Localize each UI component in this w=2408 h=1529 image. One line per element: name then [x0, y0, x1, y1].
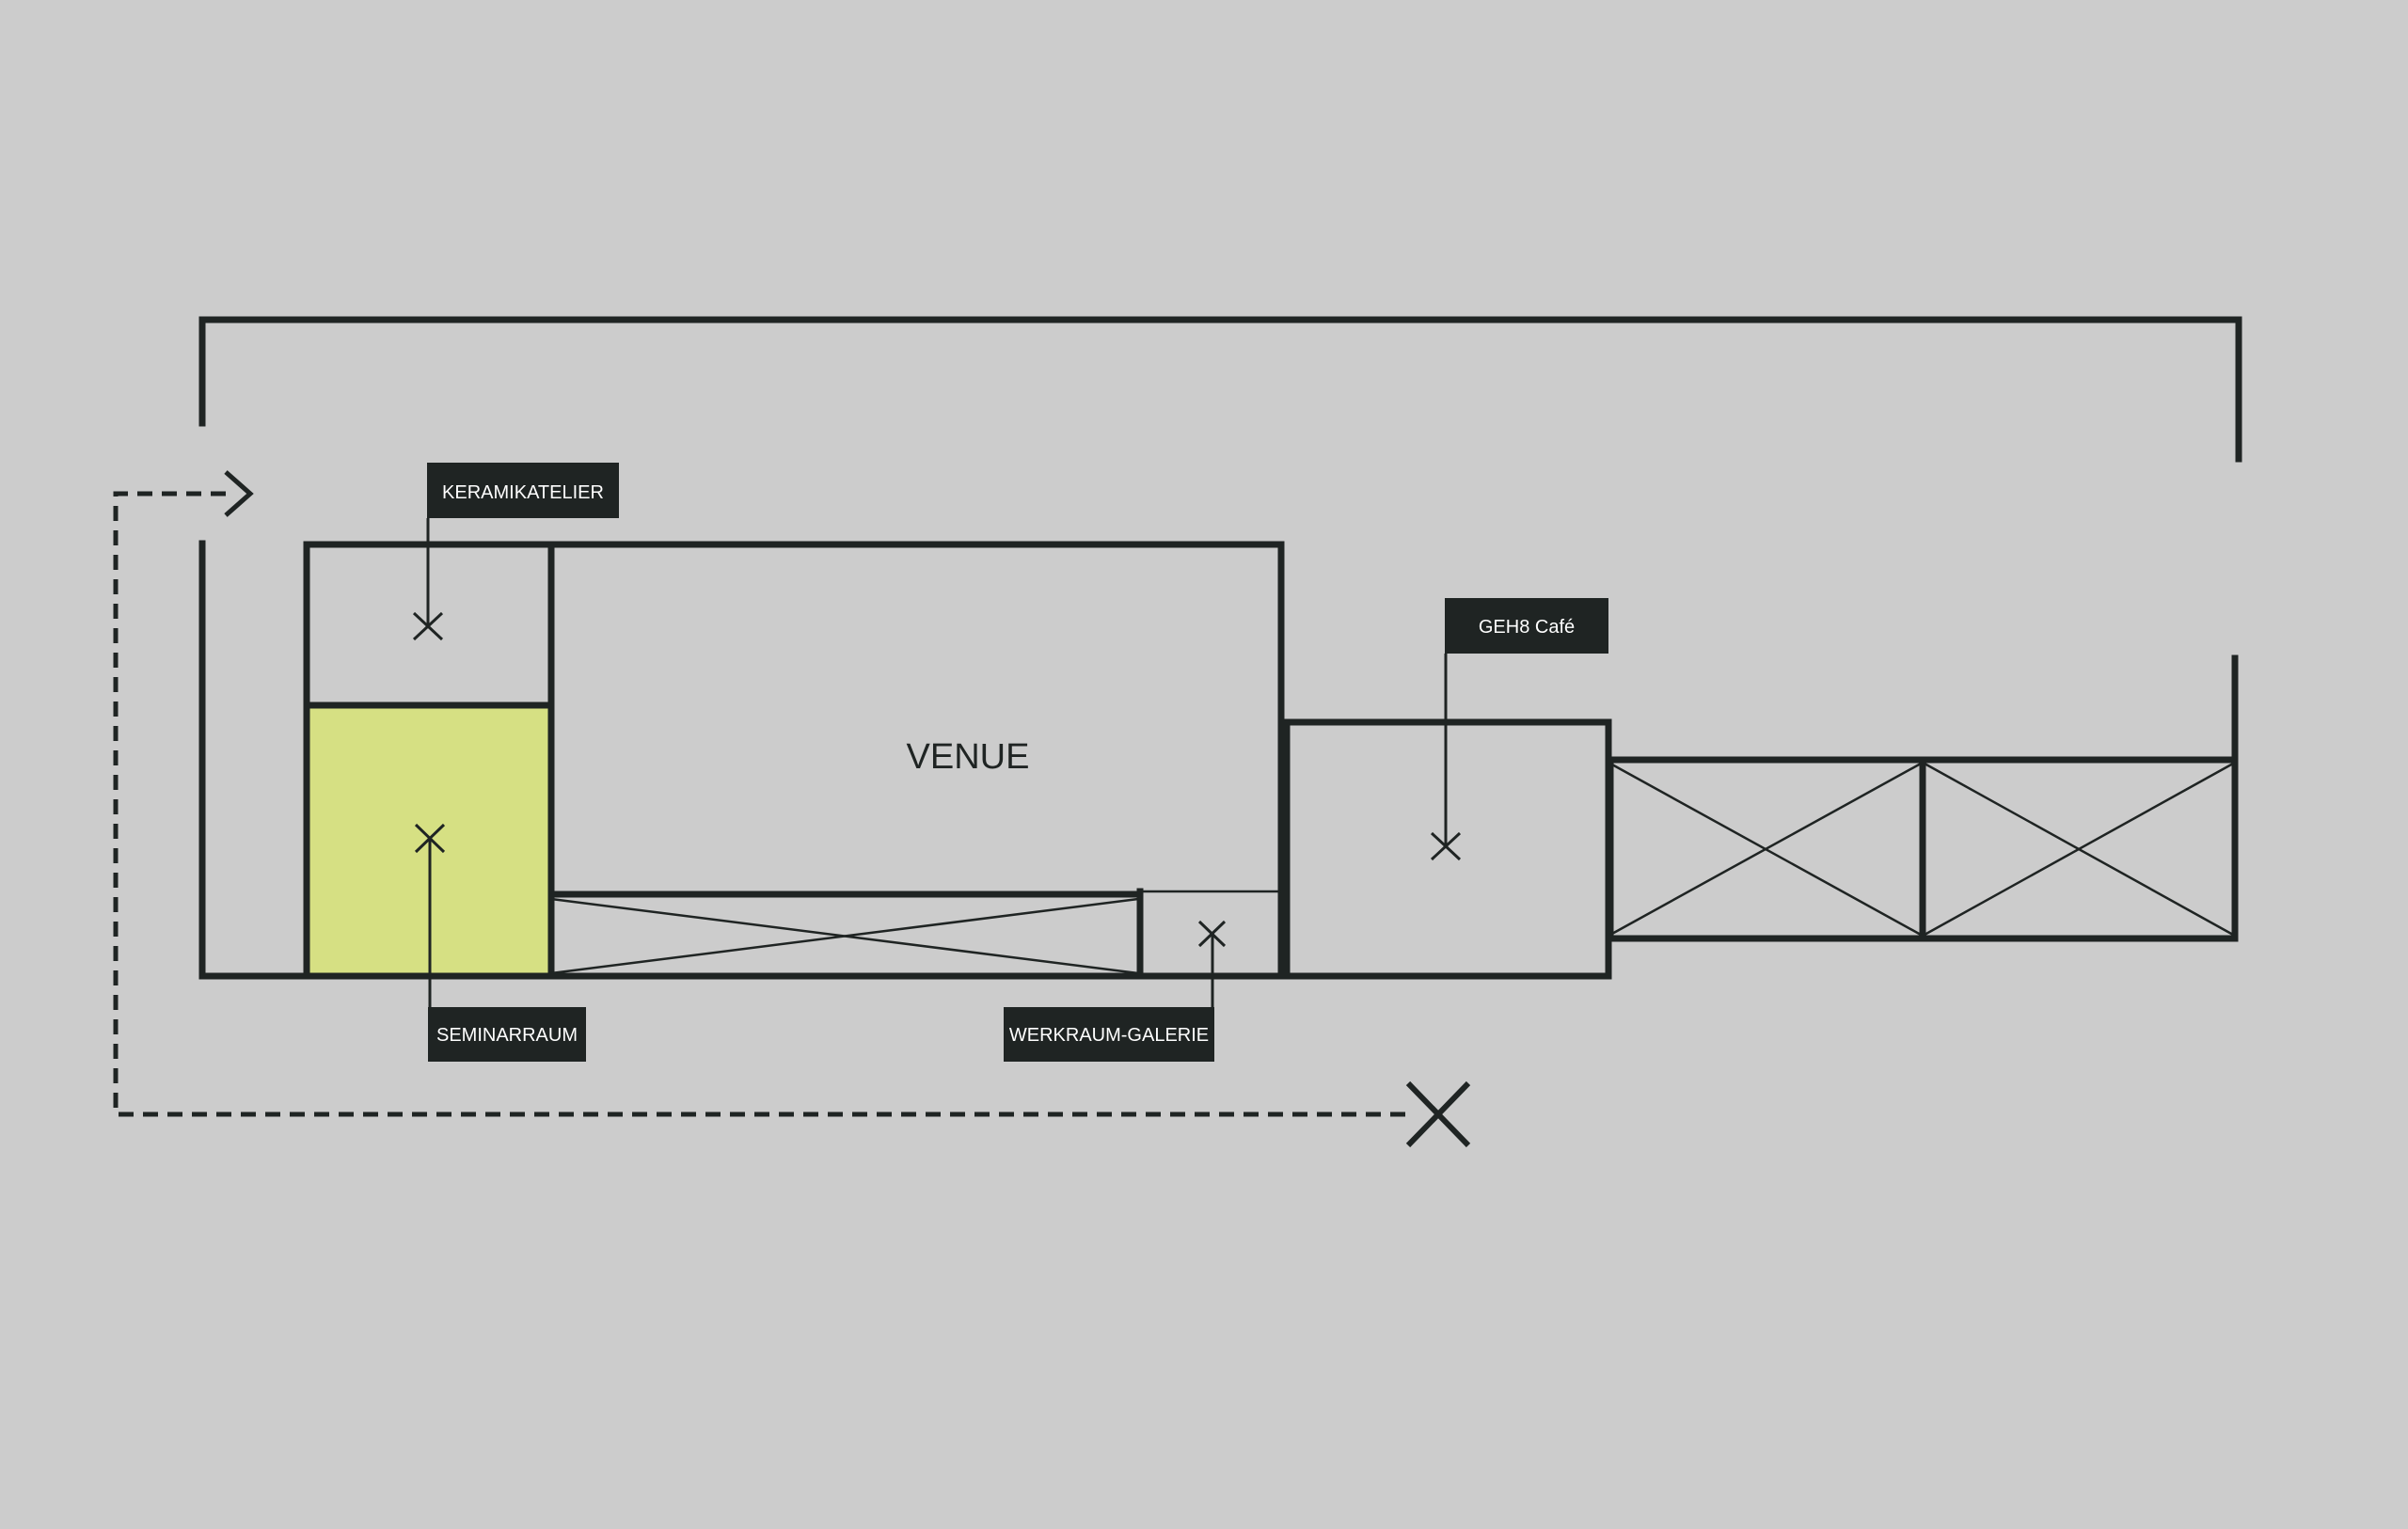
site-boundary-left — [198, 540, 314, 980]
chevron-right-icon — [224, 470, 254, 517]
seminarraum-label: SEMINARRAUM — [436, 1025, 578, 1046]
keramikatelier-label-box[interactable] — [427, 463, 619, 518]
cafe-label: GEH8 Café — [1479, 617, 1575, 638]
site-boundary-top — [198, 316, 2242, 463]
x-marker-icon[interactable] — [1405, 1080, 1471, 1148]
route-path — [113, 491, 1411, 1117]
cafe-label-box[interactable] — [1445, 598, 1608, 654]
small-x-marker-icon — [412, 611, 444, 641]
small-x-marker-icon — [1430, 831, 1462, 861]
seminarraum-label-box[interactable] — [428, 1007, 586, 1062]
venue-label: VENUE — [907, 737, 1030, 777]
werkraum-galerie-label-box[interactable] — [1004, 1007, 1214, 1062]
keramikatelier-label: KERAMIKATELIER — [442, 482, 604, 503]
bay-2-cross-2 — [1924, 762, 2234, 937]
storage-strip-cross-2 — [550, 897, 1139, 975]
venue-room[interactable] — [555, 548, 1277, 891]
werkraum-galerie-label: WERKRAUM-GALERIE — [1009, 1025, 1209, 1046]
bay-1-cross-2 — [1609, 762, 1922, 937]
